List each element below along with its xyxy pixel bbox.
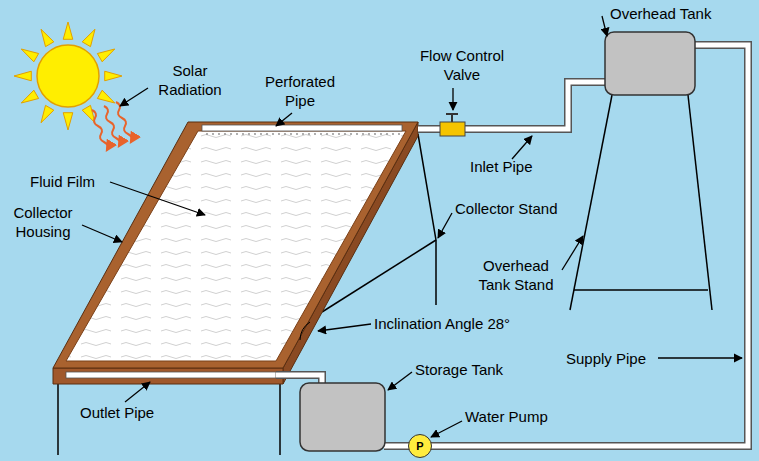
sun-ray	[105, 71, 122, 81]
overhead-tank	[605, 32, 695, 95]
sun-ray	[82, 105, 95, 122]
sun-ray	[21, 90, 38, 103]
sun-ray	[41, 105, 54, 122]
part-label: Flow Control Valve	[410, 46, 514, 84]
part-label: Inclination Angle 28°	[374, 314, 510, 333]
sun	[14, 22, 122, 130]
perforated-pipe	[202, 125, 402, 136]
part-label: Overhead Tank	[610, 4, 711, 23]
supply-pipe	[384, 45, 748, 446]
sun-ray	[41, 29, 54, 46]
part-label: Water Pump	[465, 407, 548, 426]
outlet-pipe	[66, 372, 322, 384]
part-label: Inlet Pipe	[470, 157, 533, 176]
sun-ray	[82, 29, 95, 46]
part-label: Outlet Pipe	[80, 403, 154, 422]
sun-ray	[63, 113, 73, 130]
pump-letter: P	[416, 440, 423, 452]
pump-circle: P	[408, 434, 432, 458]
sun-ray	[63, 22, 73, 39]
part-label: Storage Tank	[415, 360, 503, 379]
collector-housing	[53, 122, 418, 384]
part-label: Collector Stand	[455, 199, 558, 218]
radiation-arrows	[92, 102, 132, 150]
storage-tank	[300, 383, 385, 451]
flow-control-valve	[440, 114, 465, 136]
sun-ray	[97, 49, 114, 62]
overhead-tank-stand	[570, 95, 712, 310]
part-label: Fluid Film	[30, 172, 95, 191]
part-label: Solar Radiation	[150, 61, 230, 99]
sun-ray	[14, 71, 31, 81]
part-label: Collector Housing	[3, 203, 83, 241]
part-label: Supply Pipe	[566, 349, 646, 368]
part-label: Perforated Pipe	[252, 72, 348, 110]
sun-ray	[97, 90, 114, 103]
angle-arc	[300, 322, 310, 340]
leader-lines	[82, 16, 742, 437]
part-label: Overhead Tank Stand	[470, 256, 562, 294]
sun-ray	[21, 49, 38, 62]
